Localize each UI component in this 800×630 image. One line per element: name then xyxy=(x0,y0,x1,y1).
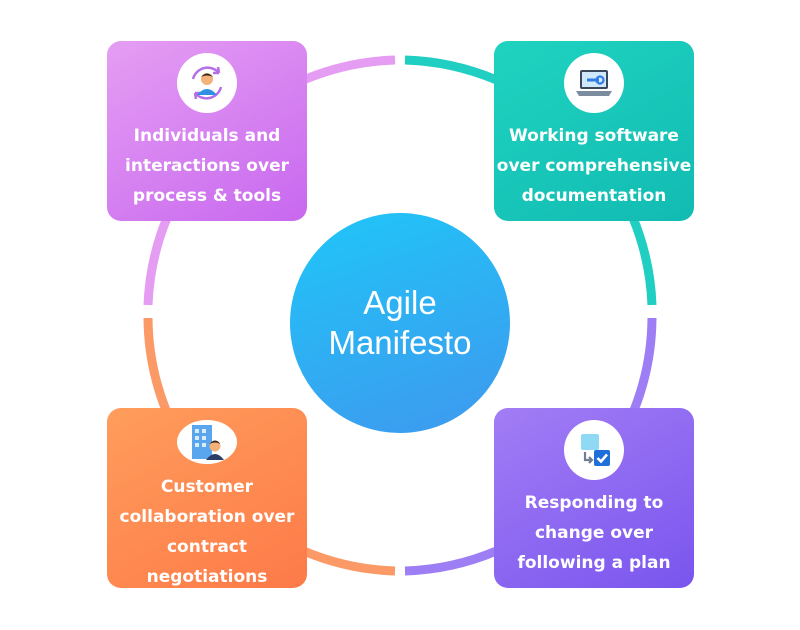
card-responding-to-change-line-1: Responding to xyxy=(524,493,664,513)
laptop-wrench-icon xyxy=(564,53,624,113)
card-individuals-line-2: interactions over xyxy=(125,156,289,176)
card-responding-to-change-line-3: following a plan xyxy=(517,553,671,573)
card-working-software-line-1: Working software xyxy=(509,126,679,146)
card-individuals-line-1: Individuals and xyxy=(133,126,281,146)
card-customer-collaboration-line-3: contract negotiations xyxy=(146,537,268,587)
card-individuals: Individuals and interactions over proces… xyxy=(107,41,307,221)
center-title-line-1: Agile xyxy=(363,284,437,321)
center-circle: Agile Manifesto xyxy=(290,213,510,433)
card-responding-to-change-line-2: change over xyxy=(534,523,654,543)
card-working-software: Working software over comprehensive docu… xyxy=(494,41,694,221)
card-working-software-line-2: over comprehensive xyxy=(496,156,692,176)
card-responding-to-change: Responding to change over following a pl… xyxy=(494,408,694,588)
card-customer-collaboration-line-1: Customer xyxy=(160,477,254,497)
center-title-line-2: Manifesto xyxy=(328,324,472,361)
card-customer-collaboration: Customer collaboration over contract neg… xyxy=(107,408,307,588)
card-customer-collaboration-line-2: collaboration over xyxy=(119,507,295,527)
card-working-software-line-3: documentation xyxy=(521,186,667,206)
person-cycle-icon xyxy=(177,53,237,113)
plan-checklist-icon xyxy=(564,420,624,480)
card-individuals-line-3: process & tools xyxy=(132,186,282,206)
building-person-icon xyxy=(177,420,237,464)
